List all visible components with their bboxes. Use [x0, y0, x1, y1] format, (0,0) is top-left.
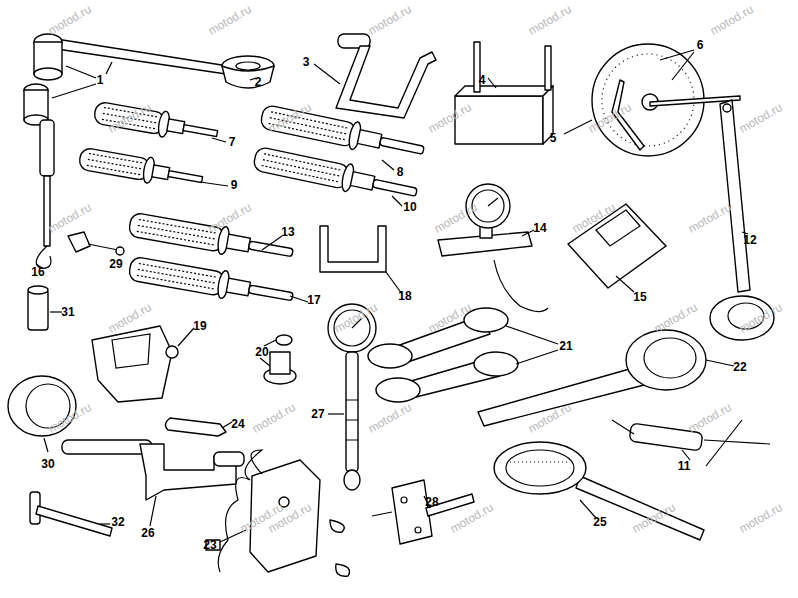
callout-number: 17 — [307, 294, 320, 306]
callout-number: 13 — [281, 226, 294, 238]
watermark: motod.ru — [366, 401, 413, 435]
callout-number: 21 — [559, 340, 572, 352]
callout-number: 15 — [633, 291, 646, 303]
callout-number: 27 — [311, 408, 324, 420]
watermark: motod.ru — [206, 3, 253, 37]
watermark: motod.ru — [686, 401, 733, 435]
watermark: motod.ru — [250, 401, 297, 435]
callout-number: 11 — [678, 460, 691, 472]
watermark: motod.ru — [46, 3, 93, 37]
callout-number: 5 — [550, 132, 557, 144]
callout-number: 29 — [109, 258, 122, 270]
callout-number: 7 — [229, 136, 236, 148]
watermark: motod.ru — [366, 3, 413, 37]
callout-number: 4 — [479, 74, 486, 86]
callout-number: 3 — [303, 56, 310, 68]
callout-number: 18 — [398, 290, 411, 302]
watermark: motod.ru — [686, 201, 733, 235]
callout-number: 31 — [61, 306, 74, 318]
watermark: motod.ru — [206, 201, 253, 235]
callout-number: 25 — [593, 516, 606, 528]
callout-number: 12 — [743, 234, 756, 246]
watermark: motod.ru — [652, 301, 699, 335]
callout-number: 8 — [397, 166, 404, 178]
callout-number: 22 — [733, 361, 746, 373]
watermark: motod.ru — [708, 3, 755, 37]
watermark: motod.ru — [737, 501, 784, 535]
callout-number: 10 — [403, 201, 416, 213]
callout-number: 24 — [231, 418, 244, 430]
callout-number: 2 — [255, 76, 262, 88]
callout-number: 30 — [41, 458, 54, 470]
callout-number: 9 — [231, 179, 238, 191]
callout-number: 16 — [31, 266, 44, 278]
callout-number: 23 — [203, 539, 216, 551]
callout-number: 28 — [425, 496, 438, 508]
callout-number: 32 — [111, 516, 124, 528]
watermark: motod.ru — [46, 201, 93, 235]
callout-number: 14 — [533, 222, 546, 234]
callout-number: 1 — [97, 74, 104, 86]
callout-number: 6 — [697, 39, 704, 51]
callout-number: 20 — [255, 346, 268, 358]
watermark: motod.ru — [526, 3, 573, 37]
watermark: motod.ru — [737, 101, 784, 135]
callout-number: 19 — [193, 320, 206, 332]
callout-number: 26 — [141, 527, 154, 539]
